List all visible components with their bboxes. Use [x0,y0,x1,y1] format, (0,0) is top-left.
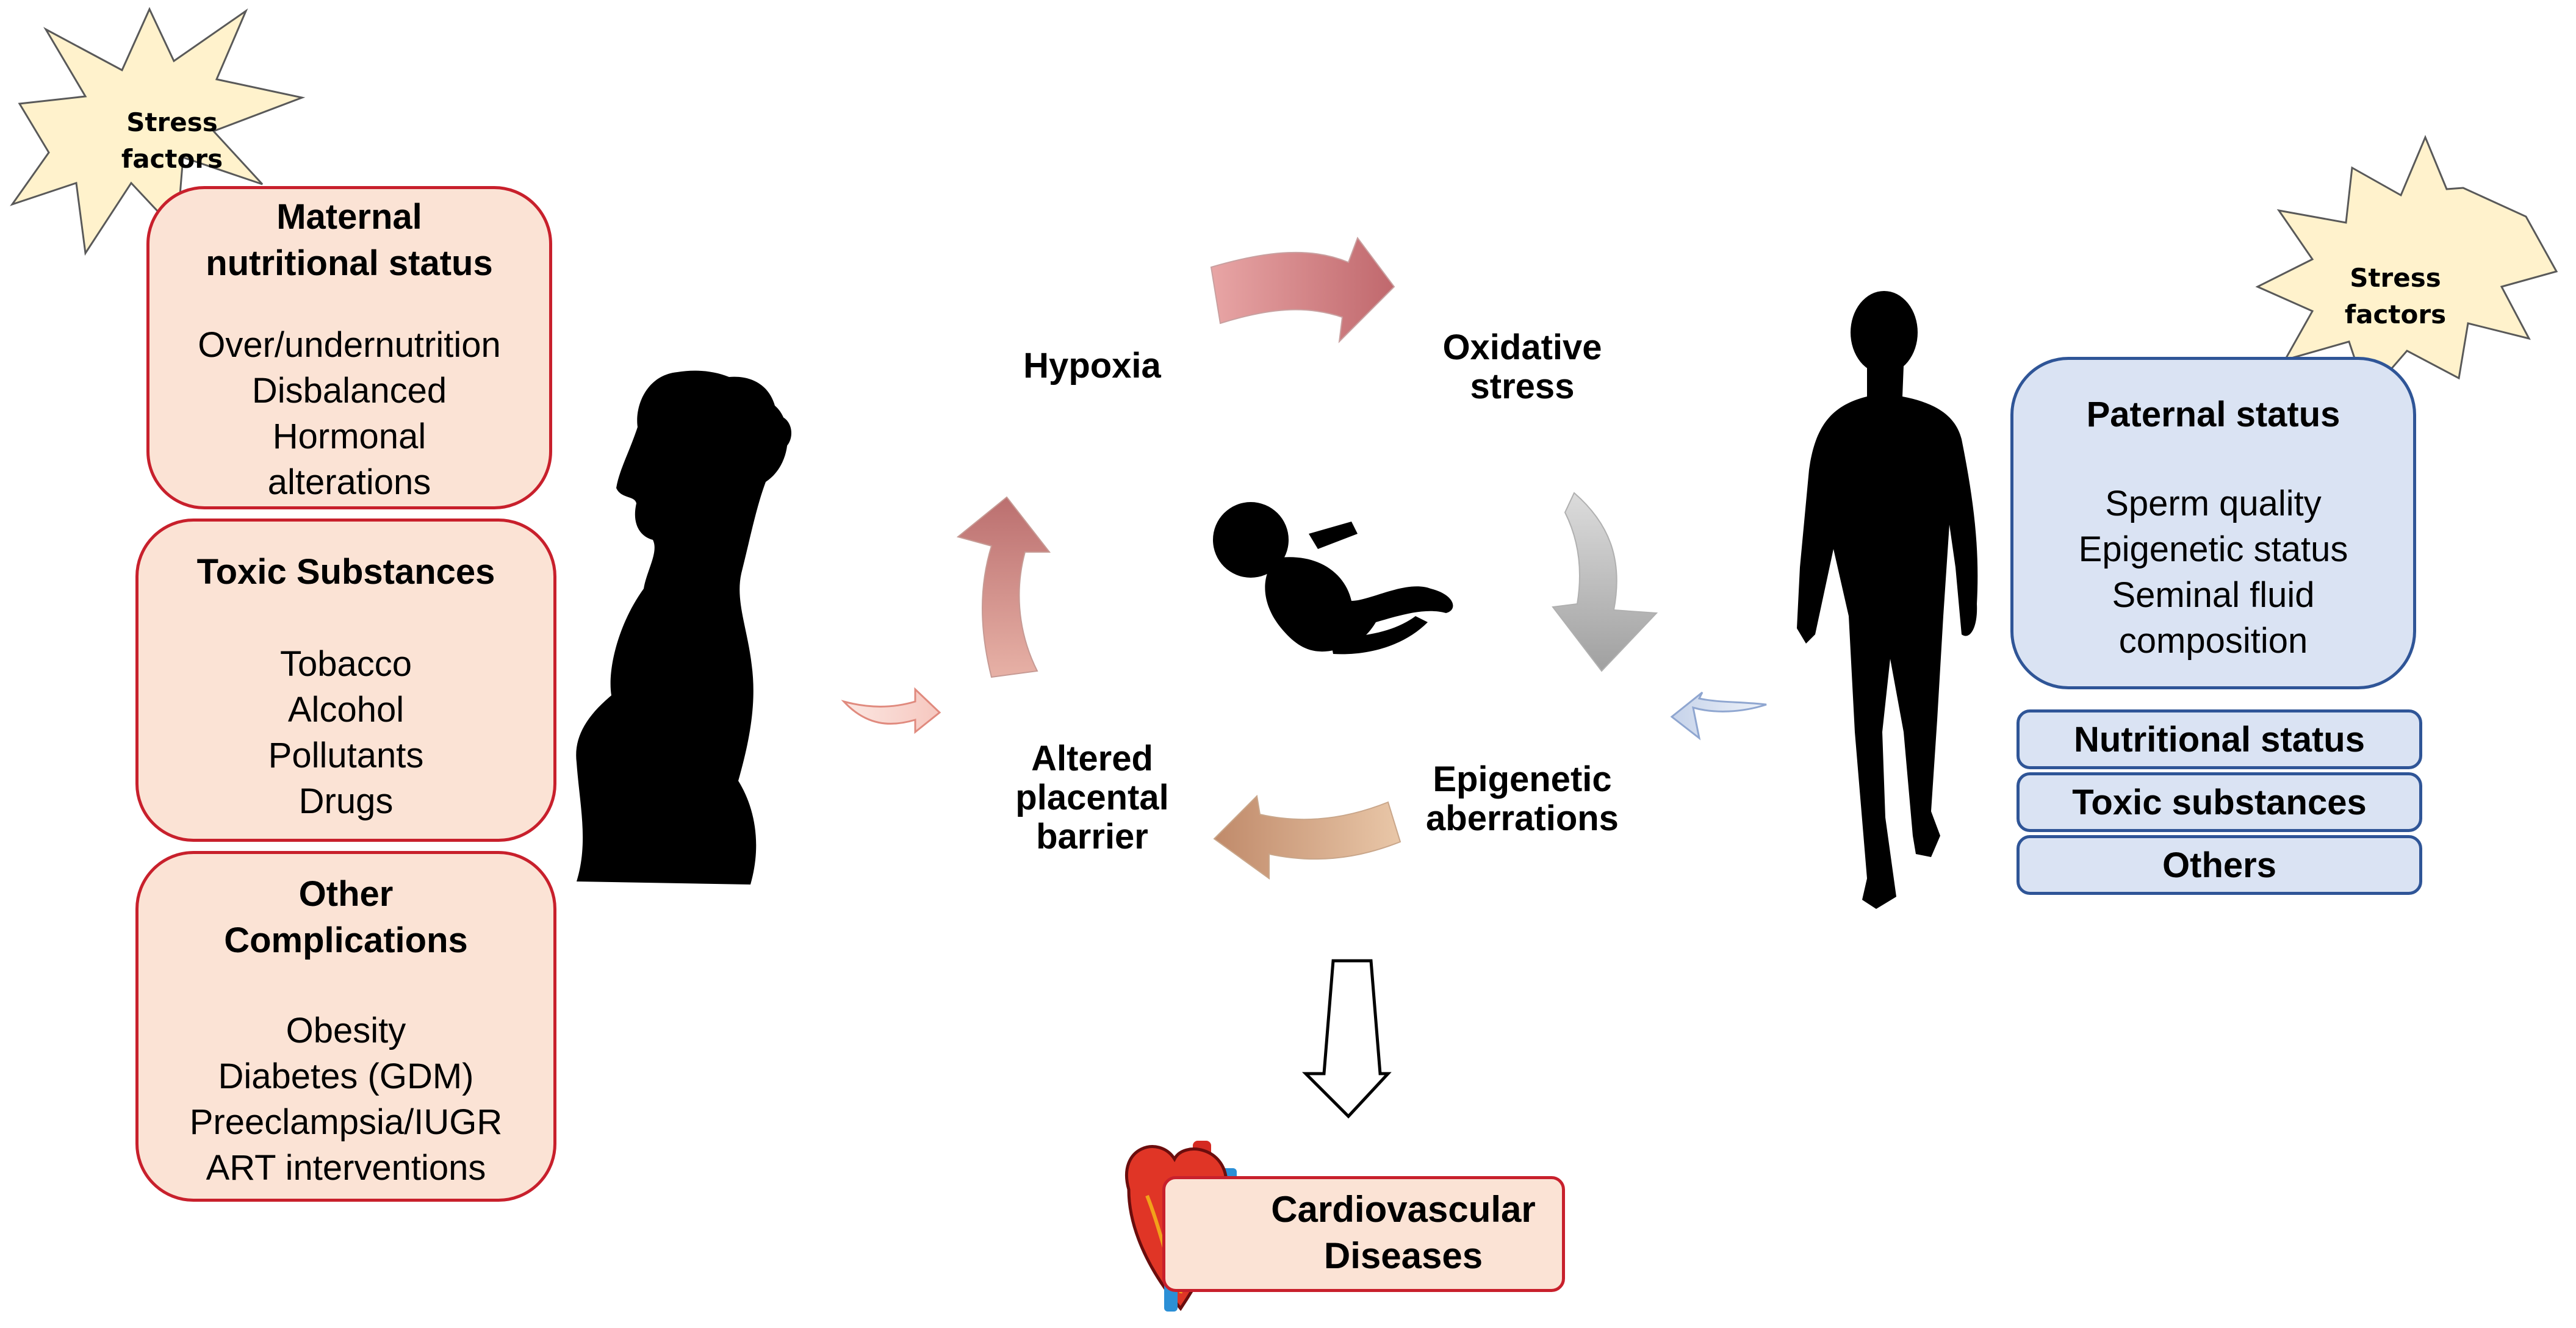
paternal-status-item: Sperm quality [2105,484,2322,523]
stress-label-maternal-2: factors [121,144,223,174]
maternal-nutrition-title-2: nutritional status [206,243,493,283]
pregnant-woman-silhouette [576,370,791,885]
paternal-status-item: Seminal fluid [2112,575,2315,615]
maternal-nutrition-item: Disbalanced [251,371,447,411]
toxic-item: Pollutants [268,736,424,775]
oxidative-text-1: Oxidative [1442,328,1602,367]
cvd-text-1: Cardiovascular [1271,1189,1536,1230]
toxic-item: Tobacco [279,644,412,684]
paternal-others-box: Others [2017,835,2422,895]
toxic-item: Alcohol [287,690,405,730]
fetus-silhouette [1213,502,1453,655]
maternal-nutrition-item: Over/undernutrition [198,325,501,365]
paternal-status-box: Paternal status Sperm quality Epigenetic… [2010,357,2416,689]
other-complications-title-1: Other [298,874,394,914]
cardiovascular-diseases-box: Cardiovascular Diseases [1162,1176,1565,1292]
paternal-status-item: Epigenetic status [2078,529,2348,569]
arrow-placental-to-hypoxia [956,496,1051,678]
paternal-nutritional-text: Nutritional status [2074,719,2365,759]
arrow-oxidative-to-epigenetic [1552,492,1658,672]
placental-text-2: placental [1015,778,1169,817]
label-altered-placental-barrier: Altered placental barrier [982,739,1202,856]
stress-label-paternal-2: factors [2345,300,2446,329]
maternal-nutrition-item: alterations [267,462,431,502]
label-oxidative-stress: Oxidative stress [1428,328,1617,406]
arrow-maternal-to-cycle [841,687,941,734]
paternal-nutritional-status-box: Nutritional status [2017,709,2422,769]
arrow-epigenetic-to-placental [1213,794,1401,880]
stress-star-maternal [10,7,306,256]
paternal-status-item: composition [2118,621,2308,661]
label-epigenetic-aberrations: Epigenetic aberrations [1403,760,1641,838]
paternal-toxic-substances-box: Toxic substances [2017,772,2422,832]
arrow-to-cardiovascular [1301,959,1392,1119]
complication-item: ART interventions [206,1148,486,1188]
other-complications-title-2: Complications [224,921,468,960]
hypoxia-text: Hypoxia [1023,346,1161,386]
arrow-paternal-to-cycle [1670,691,1767,741]
toxic-item: Drugs [298,781,394,821]
paternal-others-text: Others [2162,845,2276,885]
arrow-hypoxia-to-oxidative [1210,236,1395,343]
complication-item: Diabetes (GDM) [218,1057,474,1096]
stress-label-paternal-1: Stress [2350,263,2441,293]
maternal-nutrition-title-1: Maternal [276,197,422,237]
complication-item: Preeclampsia/IUGR [189,1102,503,1142]
other-complications-box: Other Complications Obesity Diabetes (GD… [135,851,556,1202]
label-hypoxia: Hypoxia [1001,346,1184,386]
epigenetic-text-1: Epigenetic [1433,759,1612,799]
man-silhouette [1797,291,1978,909]
cvd-text-2: Diseases [1323,1235,1483,1276]
placental-text-1: Altered [1031,739,1153,778]
epigenetic-text-2: aberrations [1426,799,1619,838]
maternal-nutrition-item: Hormonal [272,417,426,456]
oxidative-text-2: stress [1470,367,1575,406]
stress-label-maternal-1: Stress [126,107,218,137]
paternal-toxic-text: Toxic substances [2072,782,2367,822]
maternal-nutrition-box: Maternal nutritional status Over/undernu… [146,186,552,509]
paternal-status-title: Paternal status [2086,395,2340,434]
toxic-substances-title: Toxic Substances [196,552,495,592]
toxic-substances-box: Toxic Substances Tobacco Alcohol Polluta… [135,519,556,842]
placental-text-3: barrier [1036,817,1148,856]
complication-item: Obesity [286,1011,406,1050]
